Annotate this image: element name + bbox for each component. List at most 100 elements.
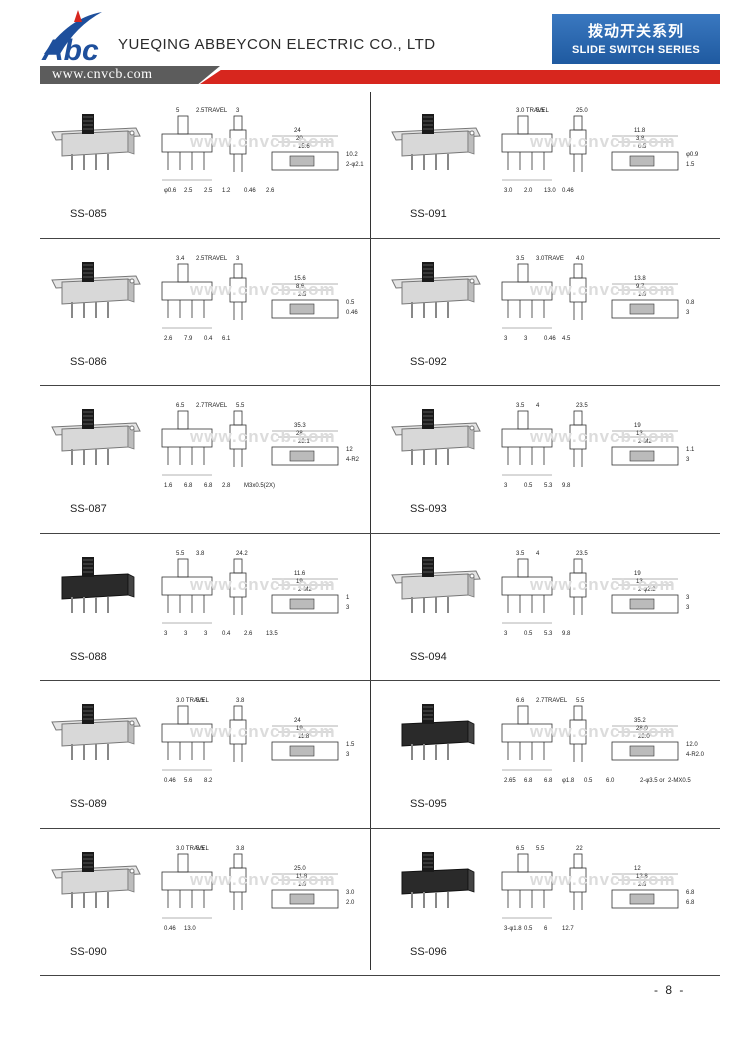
row-divider: [40, 385, 720, 386]
watermark: www.cnvcb.com: [190, 279, 336, 299]
dimension-label: 22: [576, 846, 583, 852]
dimension-label: 28.0: [636, 726, 648, 732]
dimension-label: 3.5: [516, 256, 525, 262]
dimension-label: 6.1: [222, 336, 231, 342]
model-label: SS-096: [410, 945, 447, 958]
dimension-label: 3: [686, 310, 690, 316]
model-label: SS-087: [70, 503, 107, 515]
dimension-label: 3.8: [236, 846, 245, 852]
dimension-label: 1.1: [686, 447, 695, 453]
dimension-label: 15.6: [294, 276, 306, 282]
dimension-label: 12: [634, 866, 641, 872]
dimension-label: 3: [686, 457, 690, 463]
dimension-label: 0.46: [346, 310, 358, 316]
dimension-label: 1: [346, 595, 350, 601]
series-title-box: 拨动开关系列 SLIDE SWITCH SERIES: [552, 14, 720, 64]
model-label: SS-091: [410, 208, 447, 220]
dimension-label: 2.5TRAVEL: [196, 108, 228, 114]
dimension-label: 5.5: [536, 846, 545, 852]
website-url[interactable]: www.cnvcb.com: [52, 67, 153, 82]
dimension-label: 4: [536, 403, 540, 409]
dimension-label: 2.6: [244, 631, 253, 637]
dimension-label: 5.5: [236, 403, 245, 409]
dimension-label: 6.5: [176, 403, 185, 409]
model-label: SS-089: [70, 798, 107, 810]
switch-photo: [391, 261, 481, 318]
model-label: SS-095: [410, 798, 447, 810]
dimension-label: 2-M2: [298, 587, 312, 593]
dimension-label: 13: [636, 431, 643, 437]
dimension-label: 12.8: [636, 874, 648, 880]
watermark: www.cnvcb.com: [190, 869, 336, 889]
dimension-label: 0.46: [544, 336, 556, 342]
dimension-label: 0.5: [346, 300, 355, 306]
dimension-label: 6.0: [606, 778, 615, 784]
dimension-label: 24: [294, 128, 301, 134]
dimension-label: 3.0 TRAVEL: [516, 108, 549, 114]
dimension-label: 13.0: [184, 926, 196, 932]
logo-text: Abc: [41, 34, 99, 67]
dimension-label: 0.4: [204, 336, 213, 342]
dimension-label: 3: [504, 336, 508, 342]
dimension-label: 0.5: [524, 926, 533, 932]
dimension-label: 10.2: [346, 152, 358, 158]
switch-photo: [51, 114, 141, 170]
dimension-label: 23.5: [576, 551, 588, 557]
dimension-label: 3.0: [504, 188, 513, 194]
dimension-label: 0.46: [164, 926, 176, 932]
dimension-label: 4.0: [576, 256, 585, 262]
dimension-label: 2-φ3.5 or: [640, 778, 665, 784]
dimension-label: φ0.6: [164, 188, 177, 194]
dimension-label: 5.5: [196, 698, 205, 704]
dimension-label: 2.5: [298, 292, 307, 298]
dimension-label: 23.5: [576, 403, 588, 409]
dimension-label: 3: [346, 752, 350, 758]
switch-photo: [51, 261, 141, 318]
switch-photo: [401, 851, 475, 908]
dimension-label: 9.8: [562, 631, 571, 637]
model-label: SS-088: [70, 650, 107, 663]
dimension-label: 7.9: [184, 336, 193, 342]
dimension-label: 6: [544, 926, 548, 932]
dimension-label: 3.5: [516, 403, 525, 409]
dimension-label: 4: [536, 551, 540, 557]
dimension-label: 6.5: [516, 846, 525, 852]
watermark: www.cnvcb.com: [190, 722, 336, 741]
dimension-label: 19: [634, 423, 641, 429]
dimension-label: 5.5: [536, 108, 545, 114]
dimension-label: 12.7: [562, 926, 574, 932]
dimension-label: 3: [184, 631, 188, 637]
series-title-en: SLIDE SWITCH SERIES: [572, 44, 700, 56]
dimension-label: 6.8: [686, 890, 695, 896]
watermark: www.cnvcb.com: [530, 722, 676, 741]
dimension-label: 19: [296, 726, 303, 732]
dimension-label: 2.5: [184, 188, 193, 194]
watermark: www.cnvcb.com: [530, 132, 676, 151]
dimension-label: 3.5: [516, 551, 525, 557]
dimension-label: 28: [296, 431, 303, 437]
dimension-label: 19: [296, 579, 303, 585]
dimension-label: 2-MX0.5: [668, 778, 691, 784]
dimension-label: 3.0: [346, 890, 355, 896]
dimension-label: 8.2: [204, 778, 213, 784]
model-label: SS-092: [410, 355, 447, 368]
dimension-label: 2.5: [204, 188, 213, 194]
dimension-label: 3: [504, 631, 508, 637]
dimension-label: 5.3: [544, 483, 553, 489]
dimension-label: 3.8: [236, 698, 245, 704]
dimension-label: 0.5: [584, 778, 593, 784]
